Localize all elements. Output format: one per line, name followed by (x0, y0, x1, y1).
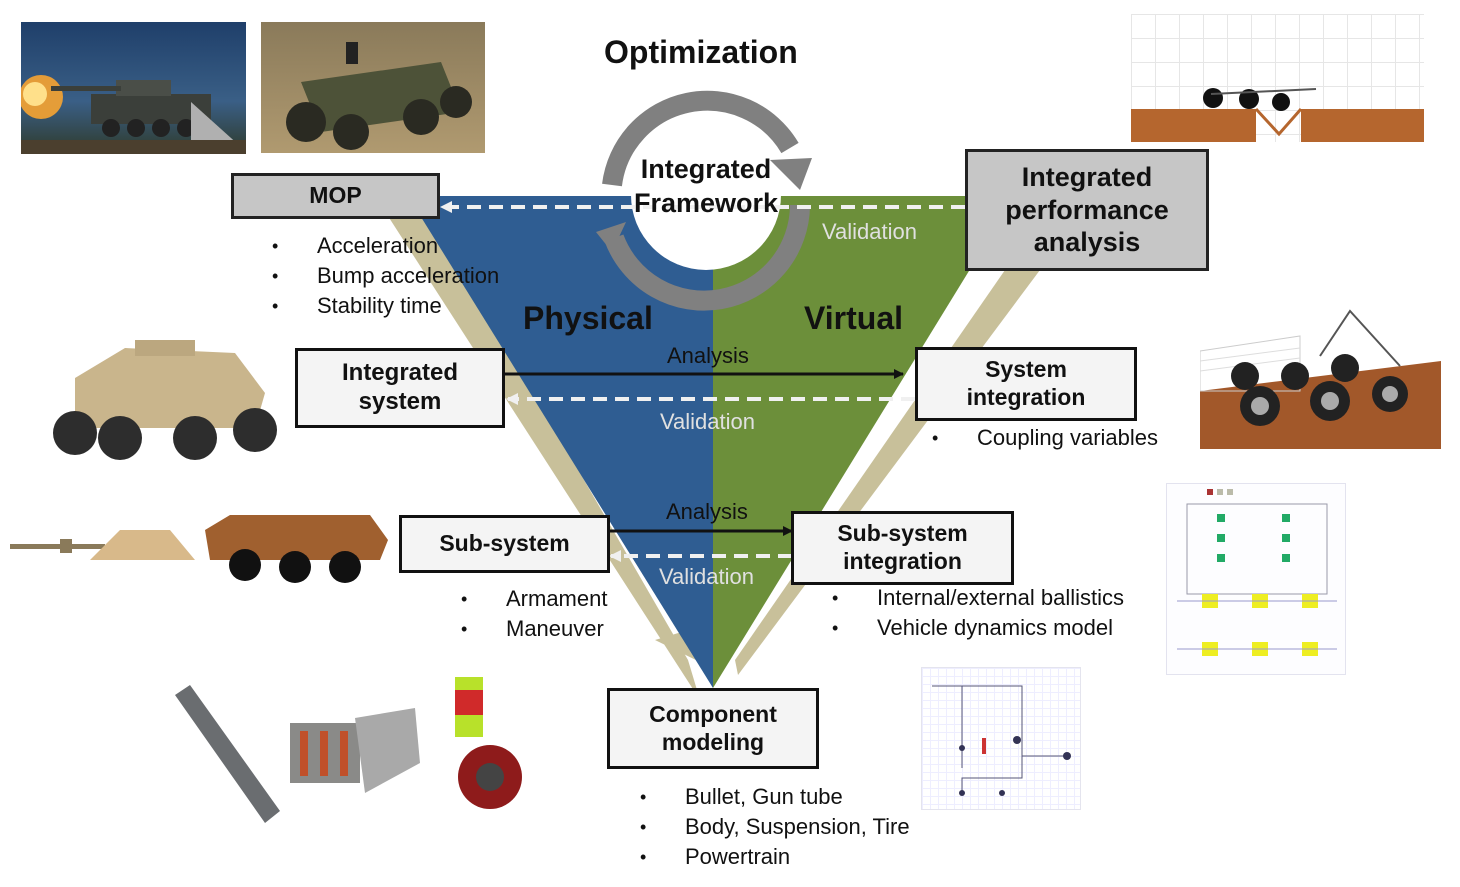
bump-simulation-image (1131, 14, 1424, 142)
list-item: Coupling variables (932, 423, 1158, 453)
integrated-performance-label: Integrated performance analysis (1005, 162, 1169, 258)
list-item: Internal/external ballistics (832, 583, 1124, 613)
gun-turret-image (10, 522, 195, 562)
cycle-arrow-bottom (604, 204, 810, 311)
system-integration-box: System integration (915, 347, 1137, 421)
mop-box: MOP (231, 173, 440, 219)
validation-label-top: Validation (822, 219, 917, 244)
framework-circle (631, 120, 781, 270)
cycle-arrow-top (602, 90, 799, 187)
component-label: Component modeling (649, 700, 777, 755)
diagram-title: Optimization (604, 34, 798, 70)
center-label: Integrated Framework (633, 154, 779, 218)
list-item: Vehicle dynamics model (832, 613, 1124, 643)
subsystem-integration-list: Internal/external ballistics Vehicle dyn… (832, 583, 1124, 643)
circuit-diagram-image (921, 667, 1081, 810)
cycle-arrowhead-top (770, 158, 812, 190)
cycle-arrowhead-bottom (596, 222, 626, 252)
list-item: Powertrain (640, 842, 910, 872)
armored-vehicle-image (45, 318, 285, 463)
integrated-system-box: Integrated system (295, 348, 505, 428)
powertrain-model-image (440, 672, 548, 814)
block-diagram-image (1166, 483, 1346, 675)
component-list: Bullet, Gun tube Body, Suspension, Tire … (640, 782, 910, 872)
virtual-label: Virtual (804, 300, 903, 336)
mop-list: Acceleration Bump acceleration Stability… (272, 231, 499, 321)
tracked-vehicle-image (200, 515, 390, 583)
analysis-label-mid: Analysis (667, 343, 749, 368)
gun-tube-image (170, 683, 285, 828)
list-item: Stability time (272, 291, 499, 321)
integrated-system-label: Integrated system (341, 359, 458, 415)
tank-firing-image (21, 22, 246, 154)
mop-box-label: MOP (309, 182, 362, 209)
subsystem-box: Sub-system (399, 515, 610, 573)
list-item: Bump acceleration (272, 261, 499, 291)
physical-label: Physical (523, 300, 653, 336)
component-box: Component modeling (607, 688, 819, 769)
robot-vehicle-image (261, 22, 485, 153)
subsystem-list: Armament Maneuver (461, 584, 607, 644)
validation-label-mid: Validation (660, 409, 755, 434)
rover-simulation-image (1200, 306, 1441, 449)
subsystem-label: Sub-system (439, 530, 570, 557)
suspension-model-image (285, 703, 425, 800)
system-integration-list: Coupling variables (932, 423, 1158, 453)
list-item: Bullet, Gun tube (640, 782, 910, 812)
v-outline-left (375, 196, 700, 700)
virtual-half (713, 196, 1015, 688)
list-item: Body, Suspension, Tire (640, 812, 910, 842)
list-item: Maneuver (461, 614, 607, 644)
list-item: Armament (461, 584, 607, 614)
subsystem-integration-label: Sub-system integration (837, 520, 968, 574)
analysis-label-low: Analysis (666, 499, 748, 524)
system-integration-label: System integration (966, 356, 1086, 410)
list-item: Acceleration (272, 231, 499, 261)
subsystem-integration-box: Sub-system integration (791, 511, 1014, 585)
integrated-performance-box: Integrated performance analysis (965, 149, 1209, 271)
validation-label-low: Validation (659, 564, 754, 589)
